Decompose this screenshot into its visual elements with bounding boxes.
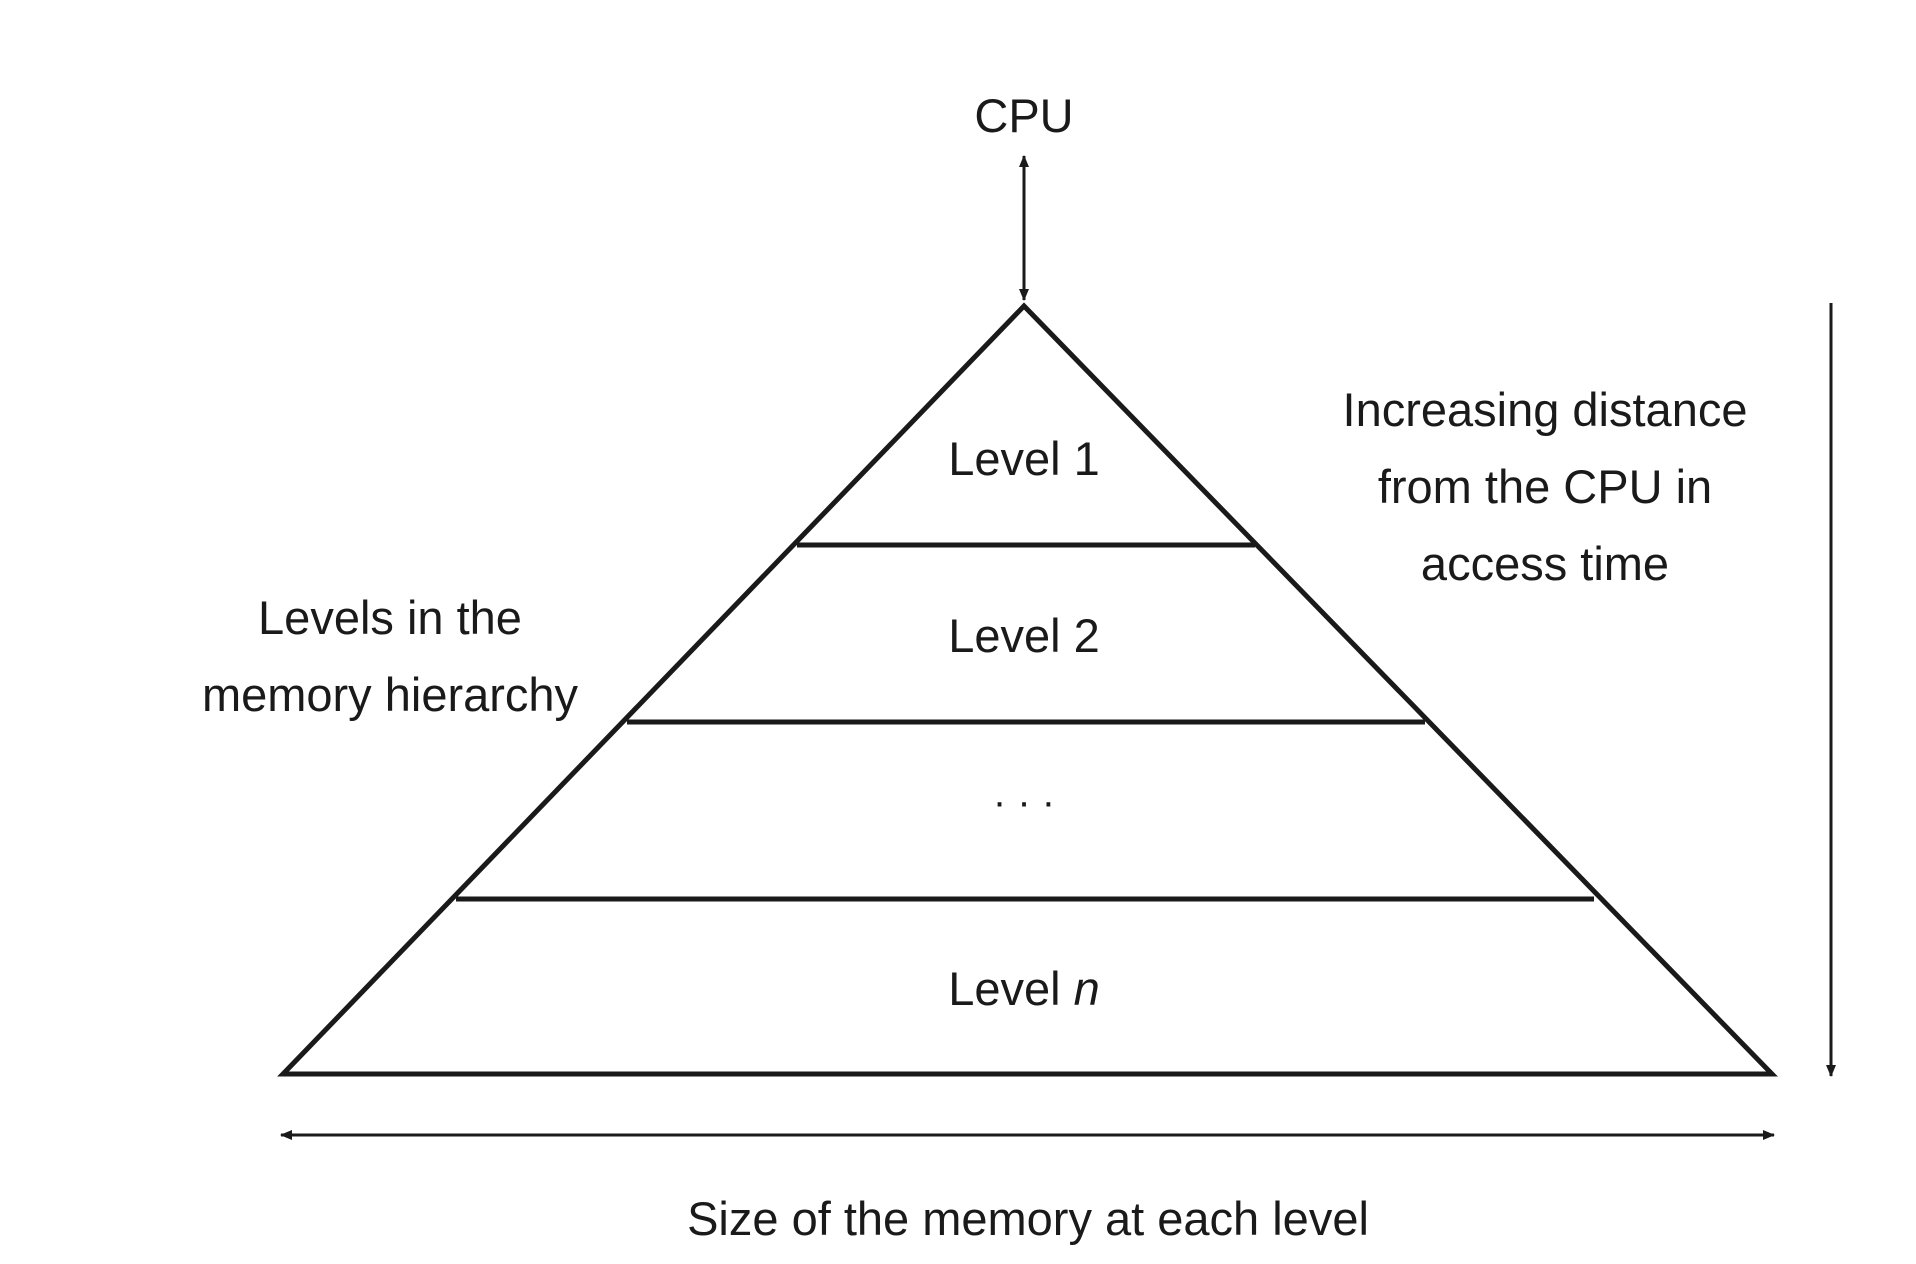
- level-1-label: Level 1: [948, 432, 1100, 485]
- level-2-label: Level 2: [948, 609, 1100, 662]
- right-annotation-line3: access time: [1420, 537, 1670, 590]
- bottom-annotation: Size of the memory at each level: [687, 1192, 1369, 1245]
- right-annotation-line2: from the CPU in: [1377, 460, 1713, 513]
- level-n-italic: n: [1073, 962, 1100, 1015]
- left-annotation-line1: Levels in the: [258, 591, 522, 644]
- level-ellipsis-label: · · ·: [992, 780, 1056, 824]
- level-n-label-text: Level: [948, 962, 1074, 1015]
- right-annotation-line1: Increasing distance: [1342, 383, 1748, 436]
- level-n-label: Level n: [948, 950, 1100, 1027]
- cpu-label: CPU: [974, 89, 1074, 142]
- left-annotation-line2: memory hierarchy: [201, 668, 579, 721]
- pyramid-outline: [277, 302, 1778, 1077]
